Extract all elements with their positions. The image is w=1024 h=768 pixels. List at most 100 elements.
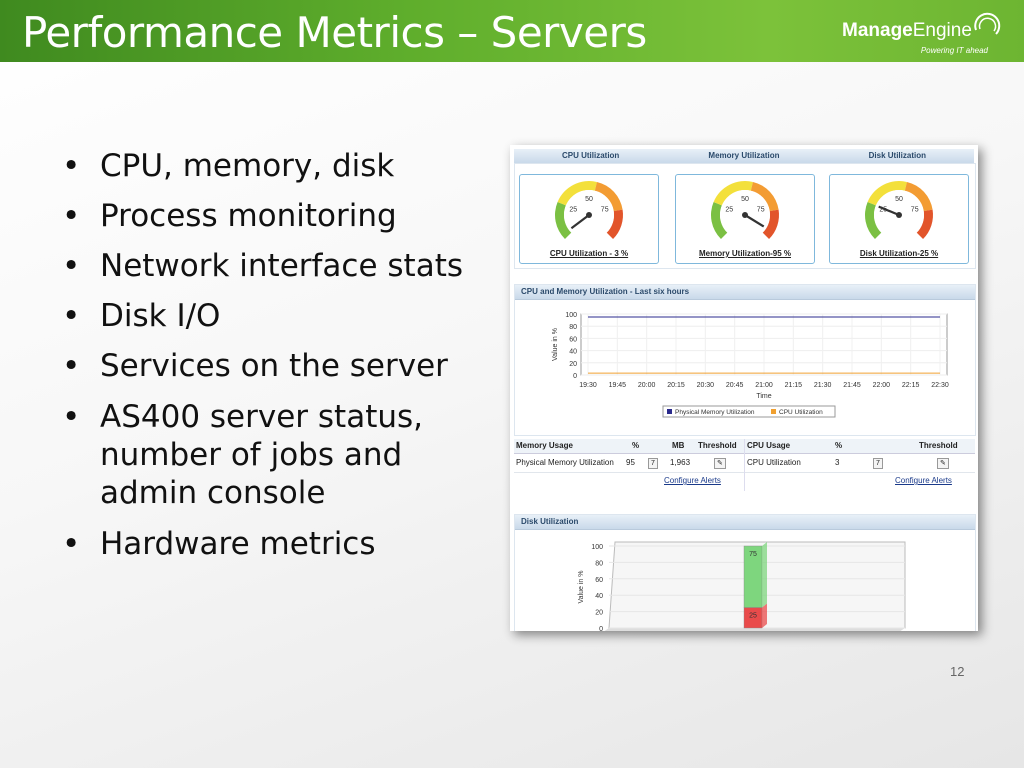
gauge-needle: [744, 214, 765, 228]
bullet-dot-icon: •: [62, 348, 81, 384]
slide-title: Performance Metrics – Servers: [22, 8, 647, 57]
table-row: Physical Memory Utilization 95 7 1,963 ✎: [514, 454, 744, 473]
y-tick-label: 100: [565, 312, 577, 319]
x-tick-label: 20:00: [638, 382, 656, 389]
bar-segment-side: [762, 603, 767, 628]
y-tick-label: 40: [569, 349, 577, 356]
gauge-header-memory: Memory Utilization: [708, 151, 780, 160]
gauge-band: [713, 181, 753, 206]
x-tick-label: 21:45: [843, 382, 861, 389]
plot-floor: [604, 628, 905, 631]
memory-row-name: Physical Memory Utilization: [516, 458, 614, 467]
memory-edit-icon[interactable]: ✎: [714, 454, 726, 472]
logo-tagline: Powering IT ahead: [920, 46, 988, 55]
bar-data-label: 75: [749, 551, 757, 558]
bar-data-label: 25: [749, 613, 757, 620]
bullet-list: •CPU, memory, disk •Process monitoring •…: [62, 148, 492, 576]
legend-box: [662, 405, 836, 418]
gauge-needle: [878, 205, 900, 217]
logo-regular: Engine: [912, 20, 972, 41]
y-tick-label: 60: [569, 336, 577, 343]
x-tick-label: 20:45: [726, 382, 744, 389]
usage-tables: Memory Usage % MB Threshold Physical Mem…: [514, 439, 975, 491]
y-axis-label: Value in %: [552, 328, 559, 361]
col-mb: MB: [672, 441, 685, 450]
bullet-dot-icon: •: [62, 248, 81, 284]
gauge-tick-label: 50: [895, 196, 903, 203]
cpu-table-header: CPU Usage % Threshold: [745, 439, 975, 454]
gauge-band: [867, 181, 907, 206]
bullet-item: •Disk I/O: [62, 298, 221, 334]
bullet-dot-icon: •: [62, 399, 81, 435]
bullet-item: •Network interface stats: [62, 248, 464, 284]
y-tick-label: 20: [569, 361, 577, 368]
y-tick-label: 20: [595, 610, 603, 617]
disk-gauge-label[interactable]: Disk Utilization-25 %: [859, 249, 939, 258]
bullet-item: •Process monitoring: [62, 198, 397, 234]
gauge-tick-label: 50: [741, 196, 749, 203]
cpu-configure-alerts-link[interactable]: Configure Alerts: [895, 476, 952, 485]
legend-swatch: [771, 409, 776, 414]
page-number: 12: [950, 664, 965, 679]
memory-threshold-button[interactable]: 7: [648, 454, 658, 472]
bullet-dot-icon: •: [62, 198, 81, 234]
gauge-header-bar: CPU Utilization Memory Utilization Disk …: [514, 149, 974, 164]
gauge-tick-label: 75: [911, 206, 919, 213]
disk-gauge: 25 50 75 Disk Utilization-25 %: [829, 174, 969, 264]
col-threshold: Threshold: [698, 441, 737, 450]
gauge-hub: [896, 212, 902, 218]
bullet-item: •AS400 server status, number of jobs and…: [62, 399, 424, 511]
x-tick-label: 20:15: [667, 382, 685, 389]
x-tick-label: 19:30: [579, 382, 597, 389]
gauge-tick-label: 25: [879, 206, 887, 213]
cpu-usage-table: CPU Usage % Threshold CPU Utilization 3 …: [744, 439, 975, 491]
legend-entry: Physical Memory Utilization: [675, 409, 755, 416]
bullet-dot-icon: •: [62, 526, 81, 562]
col-cpu-threshold: Threshold: [919, 441, 958, 450]
memory-configure-alerts-link[interactable]: Configure Alerts: [664, 476, 721, 485]
memory-usage-table: Memory Usage % MB Threshold Physical Mem…: [514, 439, 744, 491]
line-chart-title: CPU and Memory Utilization - Last six ho…: [515, 285, 975, 300]
col-cpu-percent: %: [835, 441, 843, 450]
cpu-row-name: CPU Utilization: [747, 458, 801, 467]
bullet-item: •Services on the server: [62, 348, 448, 384]
gauge-band: [750, 181, 779, 212]
y-tick-label: 0: [599, 626, 603, 631]
bullet-item: •CPU, memory, disk: [62, 148, 395, 184]
logo-bold: Manage: [842, 20, 913, 41]
x-tick-label: 21:30: [814, 382, 832, 389]
gauge-header-disk: Disk Utilization: [868, 151, 926, 160]
gauge-needle: [570, 214, 590, 230]
gauge-band: [904, 181, 933, 212]
y-tick-label: 80: [569, 324, 577, 331]
y-tick-label: 40: [595, 593, 603, 600]
memory-row-mb: 1,963: [670, 458, 691, 467]
x-tick-label: 22:15: [902, 382, 920, 389]
disk-gauge-dial-icon: 25 50 75: [865, 181, 933, 240]
x-tick-label: 22:00: [873, 382, 891, 389]
gauge-hub: [586, 212, 592, 218]
cpu-gauge-label[interactable]: CPU Utilization - 3 %: [549, 249, 629, 258]
col-percent: %: [632, 441, 640, 450]
gauge-band: [606, 209, 623, 240]
x-tick-label: 21:00: [755, 382, 773, 389]
bullet-dot-icon: •: [62, 298, 81, 334]
legend-entry: CPU Utilization: [779, 409, 823, 416]
x-tick-label: 22:30: [931, 382, 949, 389]
gauge-hub: [742, 212, 748, 218]
cpu-threshold-button[interactable]: 7: [873, 454, 883, 472]
memory-gauge-label[interactable]: Memory Utilization-95 %: [698, 249, 791, 258]
manageengine-logo: ManageEngine Powering IT ahead: [842, 8, 1002, 58]
cpu-edit-icon[interactable]: ✎: [937, 454, 949, 472]
gauge-band: [594, 181, 623, 212]
gauge-header-cpu: CPU Utilization: [561, 151, 620, 160]
x-tick-label: 21:15: [785, 382, 803, 389]
gauge-band: [916, 209, 933, 240]
